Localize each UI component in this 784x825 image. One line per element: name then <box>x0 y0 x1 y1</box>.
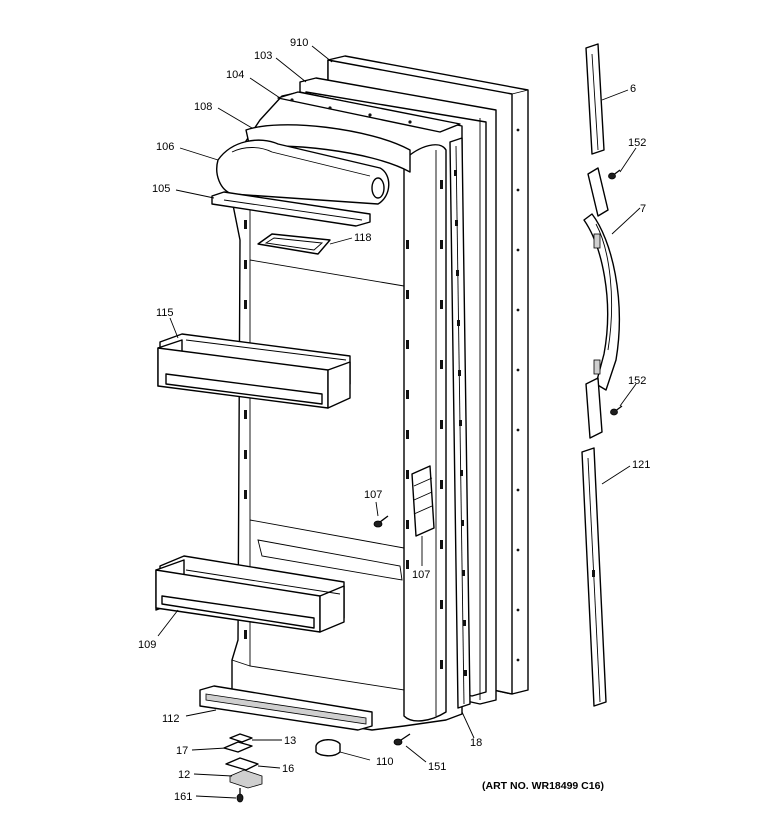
handle-cap-6 <box>585 43 605 155</box>
door-clip <box>411 465 435 537</box>
screw-107 <box>373 515 389 528</box>
callout-103: 103 <box>254 50 272 62</box>
bottom-trim <box>199 685 373 731</box>
callout-910: 910 <box>290 37 308 49</box>
screw-151 <box>393 733 411 746</box>
callout-labels: 910 103 104 108 106 105 118 115 107 107 … <box>138 37 650 803</box>
dairy-compartment <box>211 124 411 227</box>
lower-door-bin <box>155 555 345 633</box>
screw-152-top <box>608 169 621 180</box>
callout-108: 108 <box>194 101 212 113</box>
callout-6: 6 <box>630 83 636 95</box>
callout-12: 12 <box>178 769 190 781</box>
callout-152-top: 152 <box>628 137 646 149</box>
callout-152-bottom: 152 <box>628 375 646 387</box>
callout-107-clip: 107 <box>412 569 430 581</box>
callout-121: 121 <box>632 459 650 471</box>
hinge-parts <box>223 733 263 803</box>
callout-18: 18 <box>470 737 482 749</box>
callout-118: 118 <box>354 232 372 244</box>
screw-152-bottom <box>610 405 623 416</box>
callout-115: 115 <box>156 307 174 319</box>
callout-106: 106 <box>156 141 174 153</box>
callout-7: 7 <box>640 203 646 215</box>
handle-trim-121 <box>581 447 607 707</box>
callout-13: 13 <box>284 735 296 747</box>
callout-110: 110 <box>376 756 394 768</box>
callout-112: 112 <box>162 713 180 725</box>
art-number: (ART NO. WR18499 C16) <box>482 780 604 792</box>
upper-door-bin <box>157 333 351 409</box>
callout-16: 16 <box>282 763 294 775</box>
stop-110 <box>315 739 341 757</box>
callout-109: 109 <box>138 639 156 651</box>
callout-105: 105 <box>152 183 170 195</box>
callout-151: 151 <box>428 761 446 773</box>
callout-107-screw: 107 <box>364 489 382 501</box>
callout-161: 161 <box>174 791 192 803</box>
small-tray <box>257 233 331 255</box>
callout-17: 17 <box>176 745 188 757</box>
leader-lines <box>157 45 641 799</box>
door-handle-7 <box>583 167 621 439</box>
door-liner <box>231 91 463 731</box>
side-strip <box>449 137 471 709</box>
callout-104: 104 <box>226 69 244 81</box>
